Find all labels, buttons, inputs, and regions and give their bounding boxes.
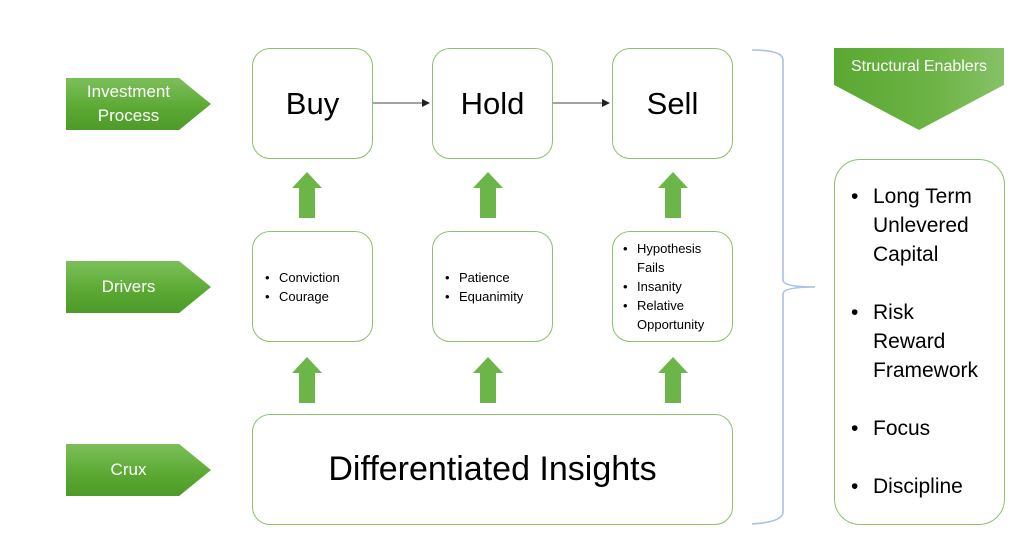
driver-item: Conviction: [263, 268, 340, 287]
structural-enablers-title: Structural Enablers: [850, 58, 988, 75]
crux-box: Differentiated Insights: [252, 414, 733, 525]
drivers-sell-list: Hypothesis Fails Insanity Relative Oppor…: [621, 239, 725, 334]
drivers-hold-box: Patience Equanimity: [432, 231, 553, 342]
drivers-buy-list: Conviction Courage: [263, 268, 340, 306]
row-label-text: Drivers: [101, 277, 156, 296]
up-arrow-icon: [473, 172, 503, 218]
driver-item: Equanimity: [443, 287, 523, 306]
driver-item: Patience: [443, 268, 523, 287]
row-label-drivers: Drivers: [66, 261, 211, 313]
structural-enablers-list: Long Term Unlevered Capital Risk Reward …: [847, 182, 987, 501]
driver-item: Hypothesis Fails: [621, 239, 707, 277]
brace-icon: [751, 49, 816, 525]
drivers-hold-list: Patience Equanimity: [443, 268, 523, 306]
drivers-sell-box: Hypothesis Fails Insanity Relative Oppor…: [612, 231, 733, 342]
step-buy-label: Buy: [285, 85, 340, 121]
step-sell-label: Sell: [646, 85, 699, 121]
driver-item: Courage: [263, 287, 340, 306]
driver-item: Relative Opportunity: [621, 296, 717, 334]
enabler-item: Risk Reward Framework: [847, 298, 978, 385]
row-label-text: Crux: [110, 460, 147, 479]
step-hold-box: Hold: [432, 48, 553, 159]
up-arrow-icon: [658, 172, 688, 218]
enabler-item: Focus: [847, 414, 987, 443]
enabler-item: Long Term Unlevered Capital: [847, 182, 987, 269]
row-label-text: Investment Process: [86, 82, 171, 125]
step-sell-box: Sell: [612, 48, 733, 159]
up-arrow-icon: [292, 357, 322, 403]
driver-item: Insanity: [621, 277, 725, 296]
up-arrow-icon: [292, 172, 322, 218]
up-arrow-icon: [473, 357, 503, 403]
enabler-item: Discipline: [847, 472, 987, 501]
row-label-investment-process: Investment Process: [66, 78, 211, 130]
drivers-buy-box: Conviction Courage: [252, 231, 373, 342]
crux-text: Differentiated Insights: [328, 450, 657, 488]
step-buy-box: Buy: [252, 48, 373, 159]
structural-enablers-box: Long Term Unlevered Capital Risk Reward …: [834, 159, 1005, 525]
up-arrow-icon: [658, 357, 688, 403]
row-label-crux: Crux: [66, 444, 211, 496]
step-hold-label: Hold: [460, 85, 525, 121]
